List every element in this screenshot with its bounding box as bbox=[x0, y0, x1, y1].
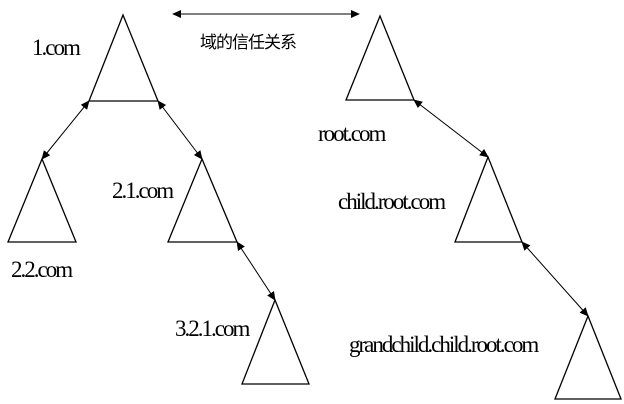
trust-arrow-1com-to-21com bbox=[157, 100, 203, 160]
domain-node-grandchild-child-root-com bbox=[554, 314, 622, 400]
label-2-2-com: 2.2.com bbox=[11, 257, 73, 282]
domain-node-3-2-1-com bbox=[241, 298, 310, 385]
trust-arrow-root-to-child bbox=[413, 99, 489, 158]
domain-node-2-2-com bbox=[7, 157, 77, 243]
label-root-com: root.com bbox=[318, 121, 386, 146]
domain-node-root-com bbox=[345, 14, 415, 101]
label-2-1-com: 2.1.com bbox=[112, 178, 174, 203]
trust-arrow-1com-to-22com bbox=[41, 100, 90, 160]
trust-relationship-label: 域的信任关系 bbox=[200, 33, 297, 53]
domain-node-2-1-com bbox=[167, 157, 238, 243]
trust-arrow-21com-to-321com bbox=[236, 241, 276, 301]
domain-node-child-root-com bbox=[454, 155, 523, 243]
trust-arrow-child-to-grandchild bbox=[521, 241, 589, 317]
label-grandchild-child-root-com: grandchild.child.root.com bbox=[349, 332, 539, 357]
label-3-2-1-com: 3.2.1.com bbox=[175, 316, 250, 341]
label-1-com: 1.com bbox=[32, 35, 81, 60]
label-child-root-com: child.root.com bbox=[338, 189, 446, 214]
domain-node-1-com bbox=[88, 13, 159, 102]
